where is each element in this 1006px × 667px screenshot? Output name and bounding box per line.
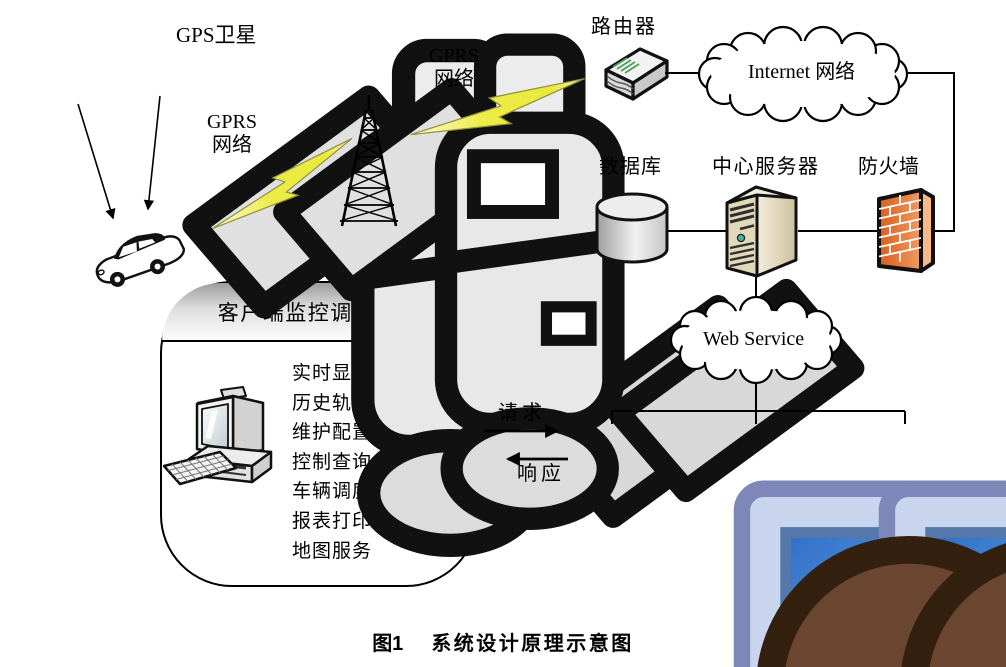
gprs-line2: 网络 (212, 134, 252, 156)
router-label: 路由器 (591, 16, 657, 38)
database-icon (595, 192, 669, 264)
gprs-line1: GPRS (428, 45, 480, 67)
gps-satellite-label: GPS卫星 (176, 23, 257, 47)
router-vents (612, 57, 640, 74)
satellite-signal-arrows (77, 95, 161, 220)
server-details (729, 202, 755, 268)
gprs-line1: GPRS (206, 111, 258, 133)
list-item: 报表打印 (292, 510, 373, 532)
firewall-icon (877, 188, 935, 273)
web-service-label: Web Service (703, 328, 805, 350)
list-item: 控制查询 (292, 451, 373, 473)
list-item: 地图服务 (292, 540, 373, 562)
router-icon (604, 47, 669, 101)
client-function-list: 实时显示 历史轨迹 维护配置 控制查询 车辆调度 报表打印 地图服务 (292, 359, 372, 566)
gprs-network-label: GPRS 网络 (199, 111, 265, 157)
database-label: 数据库 (599, 156, 662, 178)
connector-lines (611, 72, 955, 424)
client-system-box: 客户端监控调度系统 实时显示 历史轨迹 维护配置 控制查询 车辆调度 报表打印 … (160, 281, 478, 587)
gprs-line2: 网络 (434, 68, 474, 90)
figure-number: 图1 (372, 633, 404, 655)
request-label: 请求 (498, 402, 546, 424)
response-label: 响应 (517, 463, 565, 485)
central-server-label: 中心服务器 (712, 156, 820, 178)
car-icon (95, 233, 186, 287)
list-item: 车辆调度 (292, 481, 373, 503)
gprs-network-label: GPRS 网络 (421, 45, 487, 91)
firewall-label: 防火墙 (858, 156, 920, 178)
list-item: 维护配置 (292, 422, 373, 444)
client-system-title: 客户端监控调度系统 (217, 300, 421, 325)
list-item: 实时显示 (292, 363, 373, 384)
list-item: 历史轨迹 (292, 392, 373, 414)
cell-tower-icon (339, 95, 399, 227)
figure-caption: 图1 系统设计原理示意图 (0, 627, 1006, 656)
internet-cloud-label: Internet 网络 (748, 61, 856, 83)
figure-title: 系统设计原理示意图 (431, 633, 634, 655)
server-icon (725, 185, 798, 278)
line-internet-firewall (905, 72, 955, 232)
router-front-band (606, 75, 634, 95)
client-system-header: 客户端监控调度系统 (162, 283, 476, 342)
